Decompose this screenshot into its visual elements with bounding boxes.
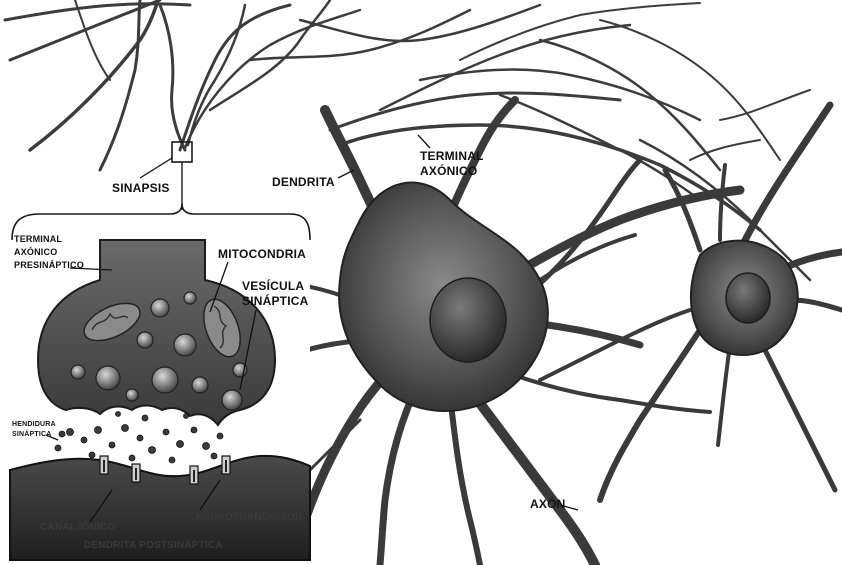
label-canal-ionico: CANAL IÓNICO [40,520,116,533]
label-vesicula-line1: VESÍCULA [242,278,304,293]
label-terminal-axonico-line1: TERMINAL [420,149,484,163]
label-vesicula-line2: SINÁPTICA [242,293,309,308]
label-axon: AXÓN [530,496,565,511]
label-hendidura-line1: HENDIDURA [12,421,56,428]
label-neurotransmisor: NEUROTRANSMISOR [196,512,303,523]
label-terminal-pre-line3: PRESINÁPTICO [14,260,84,270]
label-hendidura-line2: SINÁPTICA [12,429,52,438]
label-mitocondria: MITOCONDRIA [218,247,306,261]
neuron-right [540,105,842,500]
label-terminal-pre-line2: AXÓNICO [14,246,57,257]
nucleus-large [430,278,506,362]
label-dendrita: DENDRITA [272,175,335,189]
label-terminal-axonico-line2: AXÓNICO [420,163,477,178]
nucleus-right [726,273,770,323]
label-terminal-pre-line1: TERMINAL [14,234,62,244]
label-dendrita-postsinaptica: DENDRITA POSTSINÁPTICA [84,538,223,551]
label-sinapsis: SINAPSIS [112,181,170,195]
